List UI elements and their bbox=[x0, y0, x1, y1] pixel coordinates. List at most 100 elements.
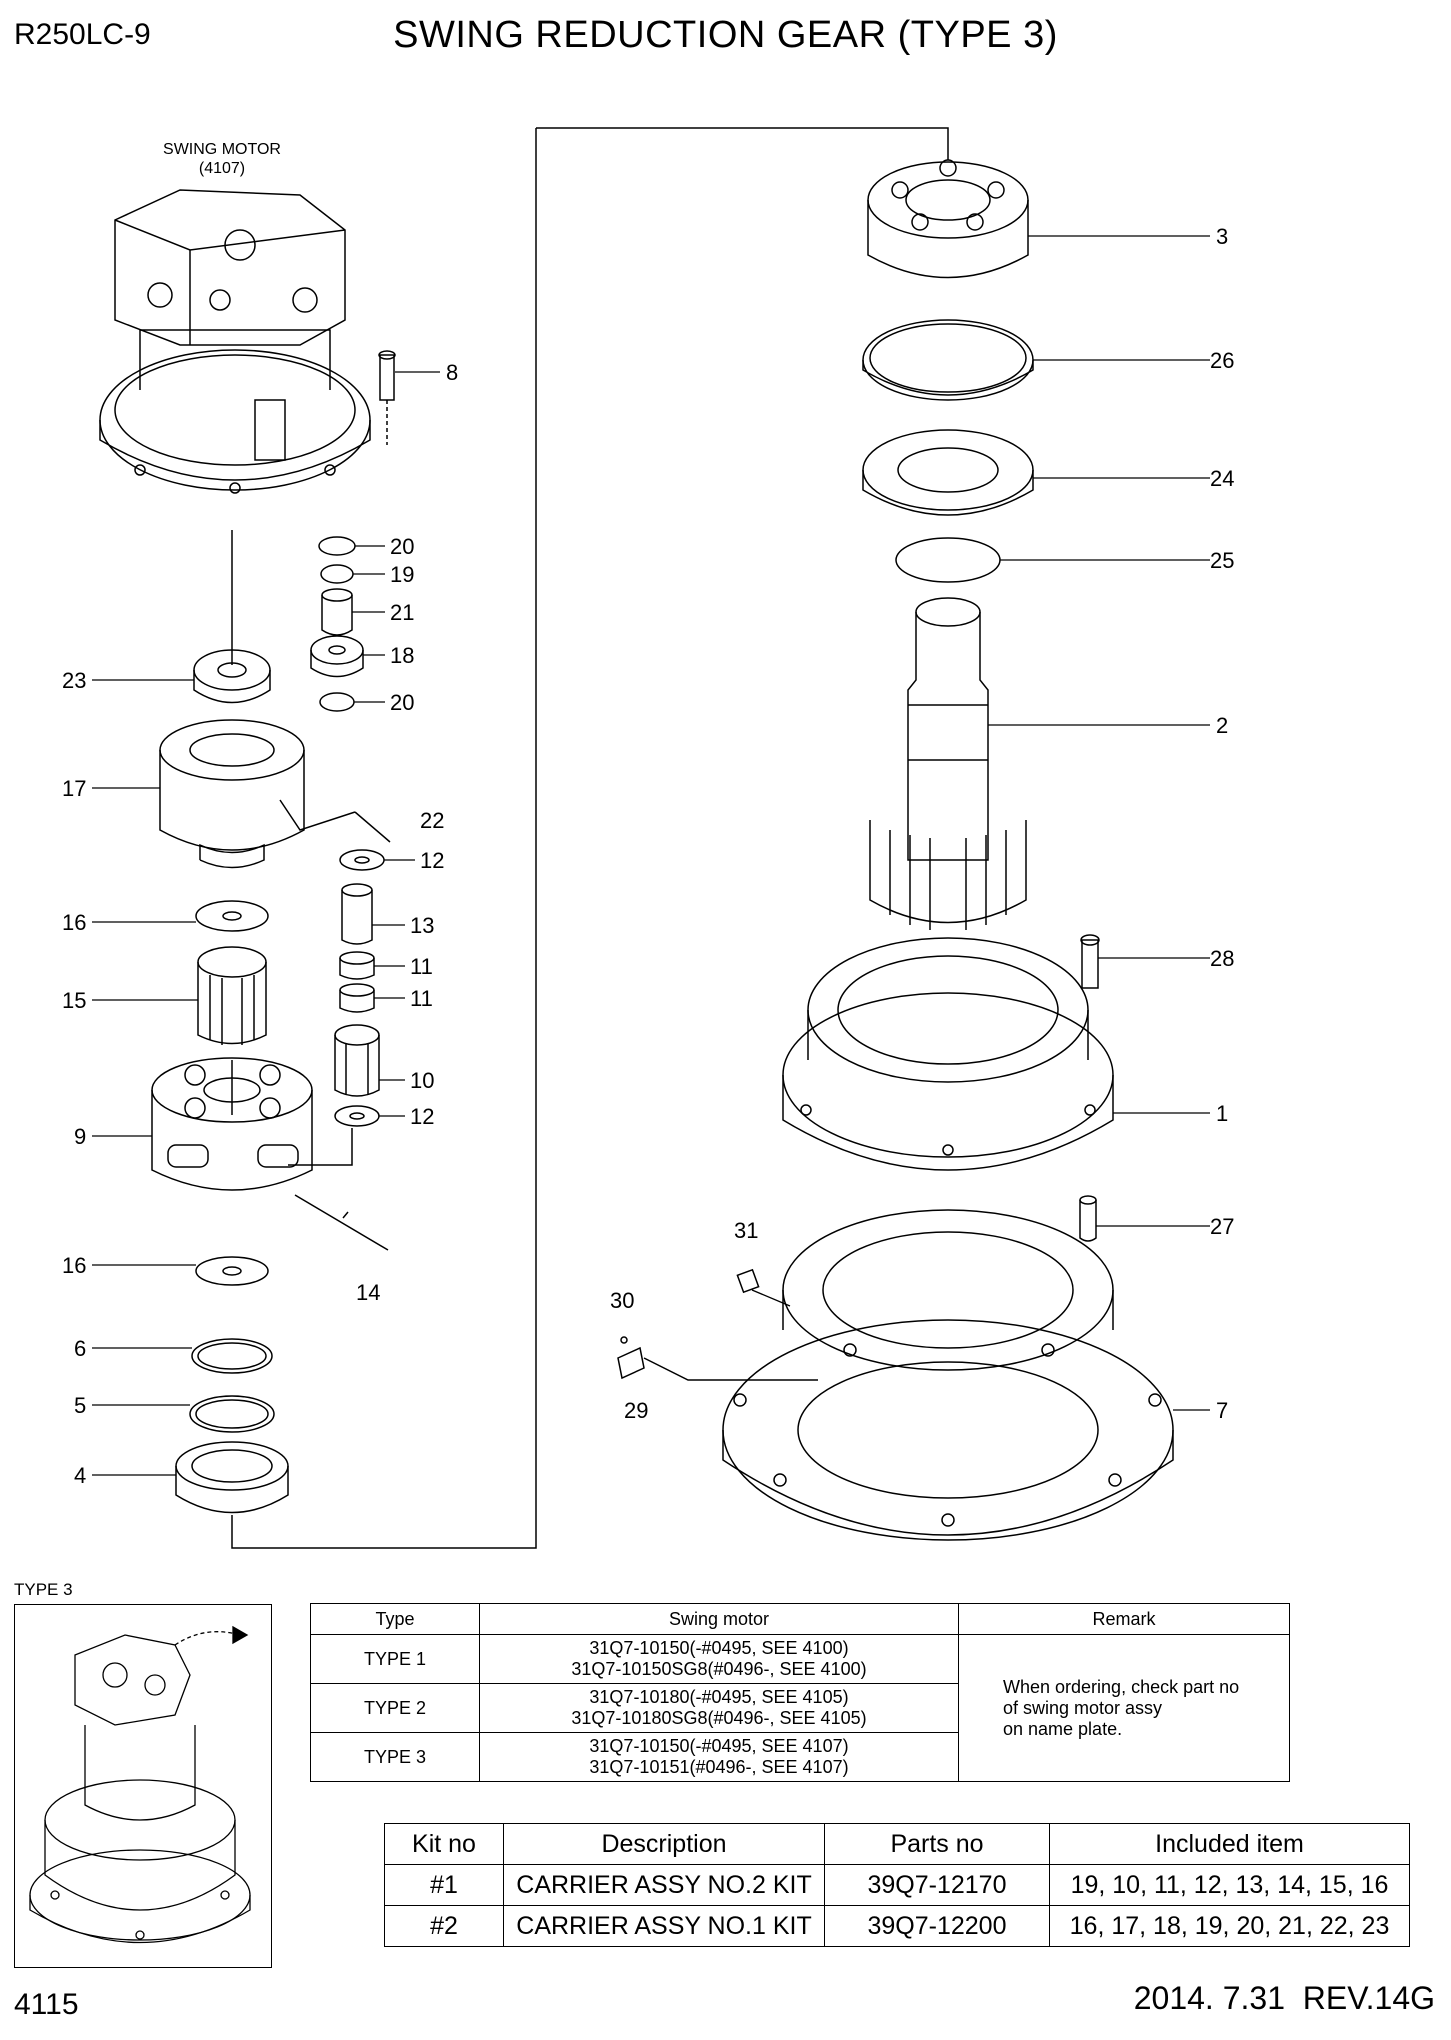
type3-motor-thumbnail bbox=[14, 1604, 272, 1968]
motor-cell: 31Q7-10180(-#0495, SEE 4105)31Q7-10180SG… bbox=[479, 1683, 959, 1733]
remark-text: on name plate. bbox=[1003, 1718, 1123, 1739]
header-swing-motor: Swing motor bbox=[479, 1603, 959, 1635]
motor-part-no: 31Q7-10150(-#0495, SEE 4107) bbox=[589, 1736, 849, 1756]
callout-label: 12 bbox=[410, 1104, 434, 1129]
remark-text: of swing motor assy bbox=[1003, 1697, 1163, 1718]
header-remark: Remark bbox=[958, 1603, 1290, 1635]
table-row: #1 CARRIER ASSY NO.2 KIT 39Q7-12170 19, … bbox=[384, 1864, 1410, 1906]
callout-label: 27 bbox=[1210, 1214, 1234, 1239]
model-name: R250LC-9 bbox=[14, 18, 151, 51]
connector-line bbox=[536, 127, 949, 160]
exploded-parts-diagram: SWING MOTOR (4107) bbox=[62, 127, 1234, 1549]
callout-label: 18 bbox=[390, 643, 414, 668]
type-cell: TYPE 3 bbox=[310, 1732, 480, 1782]
kit-no-cell: #1 bbox=[384, 1864, 504, 1906]
callout-label: 12 bbox=[420, 848, 444, 873]
date-revision: 2014. 7.31 REV.14G bbox=[1133, 1980, 1435, 2016]
callout-label: 14 bbox=[356, 1280, 380, 1305]
part-1-ring-gear bbox=[782, 937, 1114, 1171]
callout-label: 20 bbox=[390, 534, 414, 559]
motor-part-no: 31Q7-10180SG8(#0496-, SEE 4105) bbox=[571, 1708, 867, 1728]
part-16-washer-lower bbox=[222, 1266, 242, 1276]
part-2-pinion-shaft bbox=[869, 597, 1027, 930]
part-16-washer bbox=[222, 911, 242, 921]
part-30-rivet bbox=[620, 1336, 628, 1344]
callout-label: 9 bbox=[74, 1124, 86, 1149]
table-row: #2 CARRIER ASSY NO.1 KIT 39Q7-12200 16, … bbox=[384, 1905, 1410, 1947]
callout-label: 24 bbox=[1210, 466, 1234, 491]
callout-label: 22 bbox=[420, 808, 444, 833]
part-8-bolt bbox=[378, 350, 396, 445]
type3-label: TYPE 3 bbox=[14, 1580, 73, 1599]
part-24-oil-seal bbox=[862, 429, 1034, 516]
callout-label: 17 bbox=[62, 776, 86, 801]
table-header-row: Type Swing motor Remark bbox=[310, 1603, 1290, 1635]
page-number: 4115 bbox=[14, 1988, 79, 2021]
part-12-washer-lower bbox=[349, 1112, 365, 1120]
part-21-pin bbox=[321, 595, 353, 636]
header-description: Description bbox=[503, 1823, 825, 1865]
type3-motor-drawing bbox=[29, 1625, 251, 1944]
callout-label: 16 bbox=[62, 1253, 86, 1278]
included-item-cell: 16, 17, 18, 19, 20, 21, 22, 23 bbox=[1049, 1905, 1410, 1947]
type-cell: TYPE 1 bbox=[310, 1634, 480, 1684]
kit-table: Kit no Description Parts no Included ite… bbox=[384, 1823, 1410, 1947]
callout-label: 7 bbox=[1216, 1398, 1228, 1423]
callout-label: 5 bbox=[74, 1393, 86, 1418]
part-11-bearing bbox=[339, 958, 375, 980]
part-11-bearing-lower bbox=[339, 990, 375, 1013]
part-27-dowel-pin bbox=[1079, 1195, 1097, 1242]
description-cell: CARRIER ASSY NO.1 KIT bbox=[503, 1905, 825, 1947]
parts-no-cell: 39Q7-12200 bbox=[824, 1905, 1050, 1947]
table-row: TYPE 2 31Q7-10180(-#0495, SEE 4105)31Q7-… bbox=[310, 1683, 1290, 1733]
part-15-gear bbox=[197, 946, 267, 1045]
callout-label: 2 bbox=[1216, 713, 1228, 738]
table-row: TYPE 3 31Q7-10150(-#0495, SEE 4107)31Q7-… bbox=[310, 1732, 1290, 1782]
callout-label: 30 bbox=[610, 1288, 634, 1313]
motor-cell: 31Q7-10150(-#0495, SEE 4100)31Q7-10150SG… bbox=[479, 1634, 959, 1684]
type-cell: TYPE 2 bbox=[310, 1683, 480, 1733]
parts-no-cell: 39Q7-12170 bbox=[824, 1864, 1050, 1906]
callout-label: 31 bbox=[734, 1218, 758, 1243]
page-title: SWING REDUCTION GEAR (TYPE 3) bbox=[393, 14, 1058, 56]
kit-no-cell: #2 bbox=[384, 1905, 504, 1947]
callout-label: 20 bbox=[390, 690, 414, 715]
part-28-bolt bbox=[1080, 934, 1100, 989]
motor-part-no: 31Q7-10150(-#0495, SEE 4100) bbox=[589, 1638, 849, 1658]
part-20-ring bbox=[318, 536, 356, 556]
part-12-washer bbox=[354, 856, 370, 864]
callout-label: 1 bbox=[1216, 1101, 1228, 1126]
part-18-gear bbox=[310, 635, 364, 678]
remark-text: When ordering, check part no bbox=[1003, 1676, 1240, 1697]
table-row: TYPE 1 31Q7-10150(-#0495, SEE 4100)31Q7-… bbox=[310, 1634, 1290, 1782]
callout-label: 6 bbox=[74, 1336, 86, 1361]
part-20-ring-lower bbox=[319, 692, 355, 712]
part-4-bearing bbox=[175, 1441, 289, 1514]
part-17-carrier bbox=[159, 719, 305, 869]
callout-label: 11 bbox=[410, 986, 433, 1011]
part-7-casing bbox=[722, 1209, 1174, 1541]
part-13-pin bbox=[341, 890, 373, 945]
header-parts-no: Parts no bbox=[824, 1823, 1050, 1865]
callout-label: 29 bbox=[624, 1398, 648, 1423]
motor-part-no: 31Q7-10150SG8(#0496-, SEE 4100) bbox=[571, 1659, 867, 1679]
part-29-name-plate bbox=[617, 1346, 645, 1380]
callout-label: 25 bbox=[1210, 548, 1234, 573]
callout-label: 11 bbox=[410, 954, 433, 979]
motor-part-no: 31Q7-10151(#0496-, SEE 4107) bbox=[589, 1757, 849, 1777]
motor-type-table: Type Swing motor Remark TYPE 1 31Q7-1015… bbox=[310, 1603, 1290, 1782]
part-9-carrier bbox=[151, 1057, 313, 1191]
callout-label: 19 bbox=[390, 562, 414, 587]
part-25-o-ring bbox=[895, 537, 1001, 583]
header-kit-no: Kit no bbox=[384, 1823, 504, 1865]
part-3-bearing bbox=[867, 159, 1029, 279]
callout-label: 28 bbox=[1210, 946, 1234, 971]
connector-line bbox=[231, 128, 537, 1549]
callout-label: 16 bbox=[62, 910, 86, 935]
included-item-cell: 19, 10, 11, 12, 13, 14, 15, 16 bbox=[1049, 1864, 1410, 1906]
motor-label-name: SWING MOTOR bbox=[163, 141, 281, 158]
part-22-pin bbox=[354, 811, 391, 843]
part-19-ring bbox=[320, 564, 354, 584]
description-cell: CARRIER ASSY NO.2 KIT bbox=[503, 1864, 825, 1906]
